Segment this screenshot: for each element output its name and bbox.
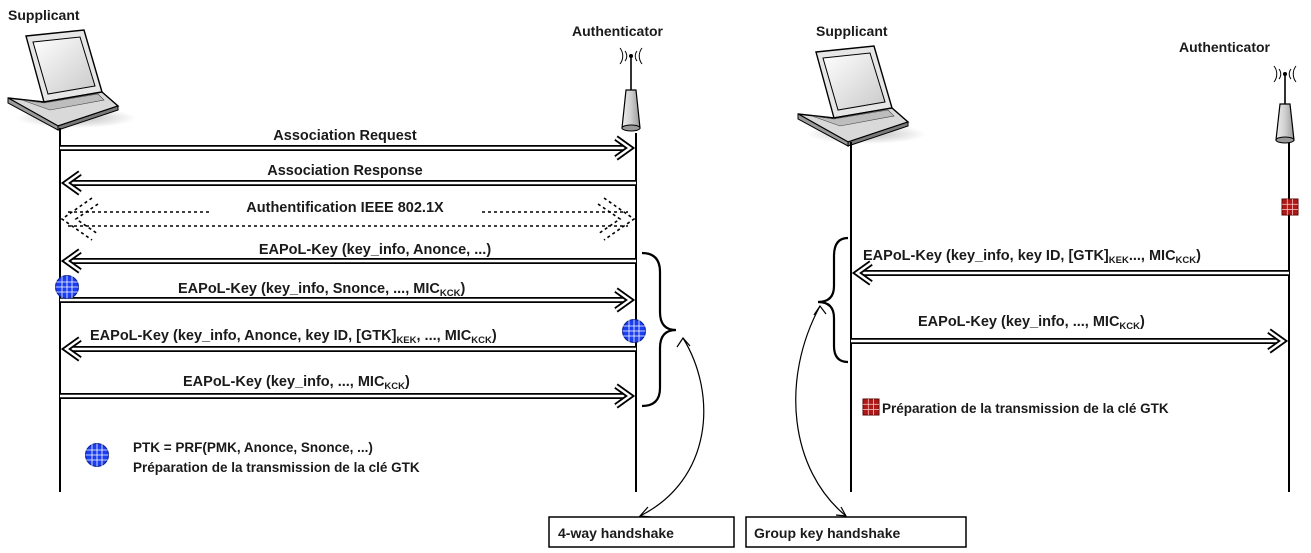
right-message-label-1: EAPoL-Key (key_info, key ID, [GTK]KEK...… [863, 248, 1201, 266]
right-message-label-2: EAPoL-Key (key_info, ..., MICKCK) [918, 314, 1145, 332]
left-message-arrow-7 [60, 383, 636, 409]
group-key-handshake-label: Group key handshake [754, 525, 900, 541]
left-message-label-3: Authentification IEEE 802.1X [246, 200, 444, 216]
left-message-label-6: EAPoL-Key (key_info, Anonce, key ID, [GT… [90, 328, 497, 346]
left-globe-marker-supplicant-icon [55, 275, 79, 299]
left-globe-marker-authenticator-icon [622, 319, 646, 343]
left-message-label-2: Association Response [267, 163, 423, 179]
left-message-label-1: Association Request [273, 128, 417, 144]
left-legend-line-1: PTK = PRF(PMK, Anonce, Snonce, ...) [133, 440, 373, 455]
four-way-handshake-box [548, 516, 735, 548]
right-sequence-diagram: Supplicant Authenticator [745, 23, 1299, 548]
right-supplicant-label: Supplicant [816, 23, 888, 39]
left-message-label-5: EAPoL-Key (key_info, Snonce, ..., MICKCK… [178, 281, 465, 299]
right-square-marker-authenticator-icon [1281, 198, 1299, 216]
right-handshake-curve-arrow [795, 304, 848, 517]
left-authenticator-label: Authenticator [572, 23, 664, 39]
left-message-arrow-6 [60, 336, 636, 362]
right-handshake-brace [817, 236, 849, 364]
left-laptop-icon [7, 29, 136, 131]
left-legend-line-2: Préparation de la transmission de la clé… [133, 460, 420, 475]
right-laptop-icon [797, 45, 926, 147]
left-message-arrow-1 [60, 135, 636, 161]
left-message-arrow-5 [60, 287, 636, 313]
left-message-arrow-4 [60, 248, 636, 274]
four-way-handshake-label: 4-way handshake [558, 525, 674, 541]
right-legend-text: Préparation de la transmission de la clé… [882, 401, 1169, 416]
right-authenticator-label: Authenticator [1179, 39, 1271, 55]
left-message-arrow-3-dotted [60, 197, 636, 241]
left-legend-globe-icon [85, 443, 109, 467]
left-handshake-brace [641, 251, 677, 408]
group-key-handshake-box [745, 516, 967, 548]
left-supplicant-label: Supplicant [8, 7, 80, 23]
right-message-arrow-2 [851, 328, 1289, 354]
right-message-arrow-1 [851, 260, 1289, 286]
left-message-label-4: EAPoL-Key (key_info, Anonce, ...) [259, 242, 491, 258]
right-access-point-icon [1273, 65, 1297, 144]
right-legend-square-icon [862, 398, 880, 416]
left-sequence-diagram: Supplicant Authenticator [7, 7, 735, 548]
left-handshake-curve-arrow [638, 337, 705, 518]
left-message-arrow-2 [60, 170, 636, 196]
left-access-point-icon [619, 47, 643, 132]
left-message-label-7: EAPoL-Key (key_info, ..., MICKCK) [183, 374, 410, 392]
